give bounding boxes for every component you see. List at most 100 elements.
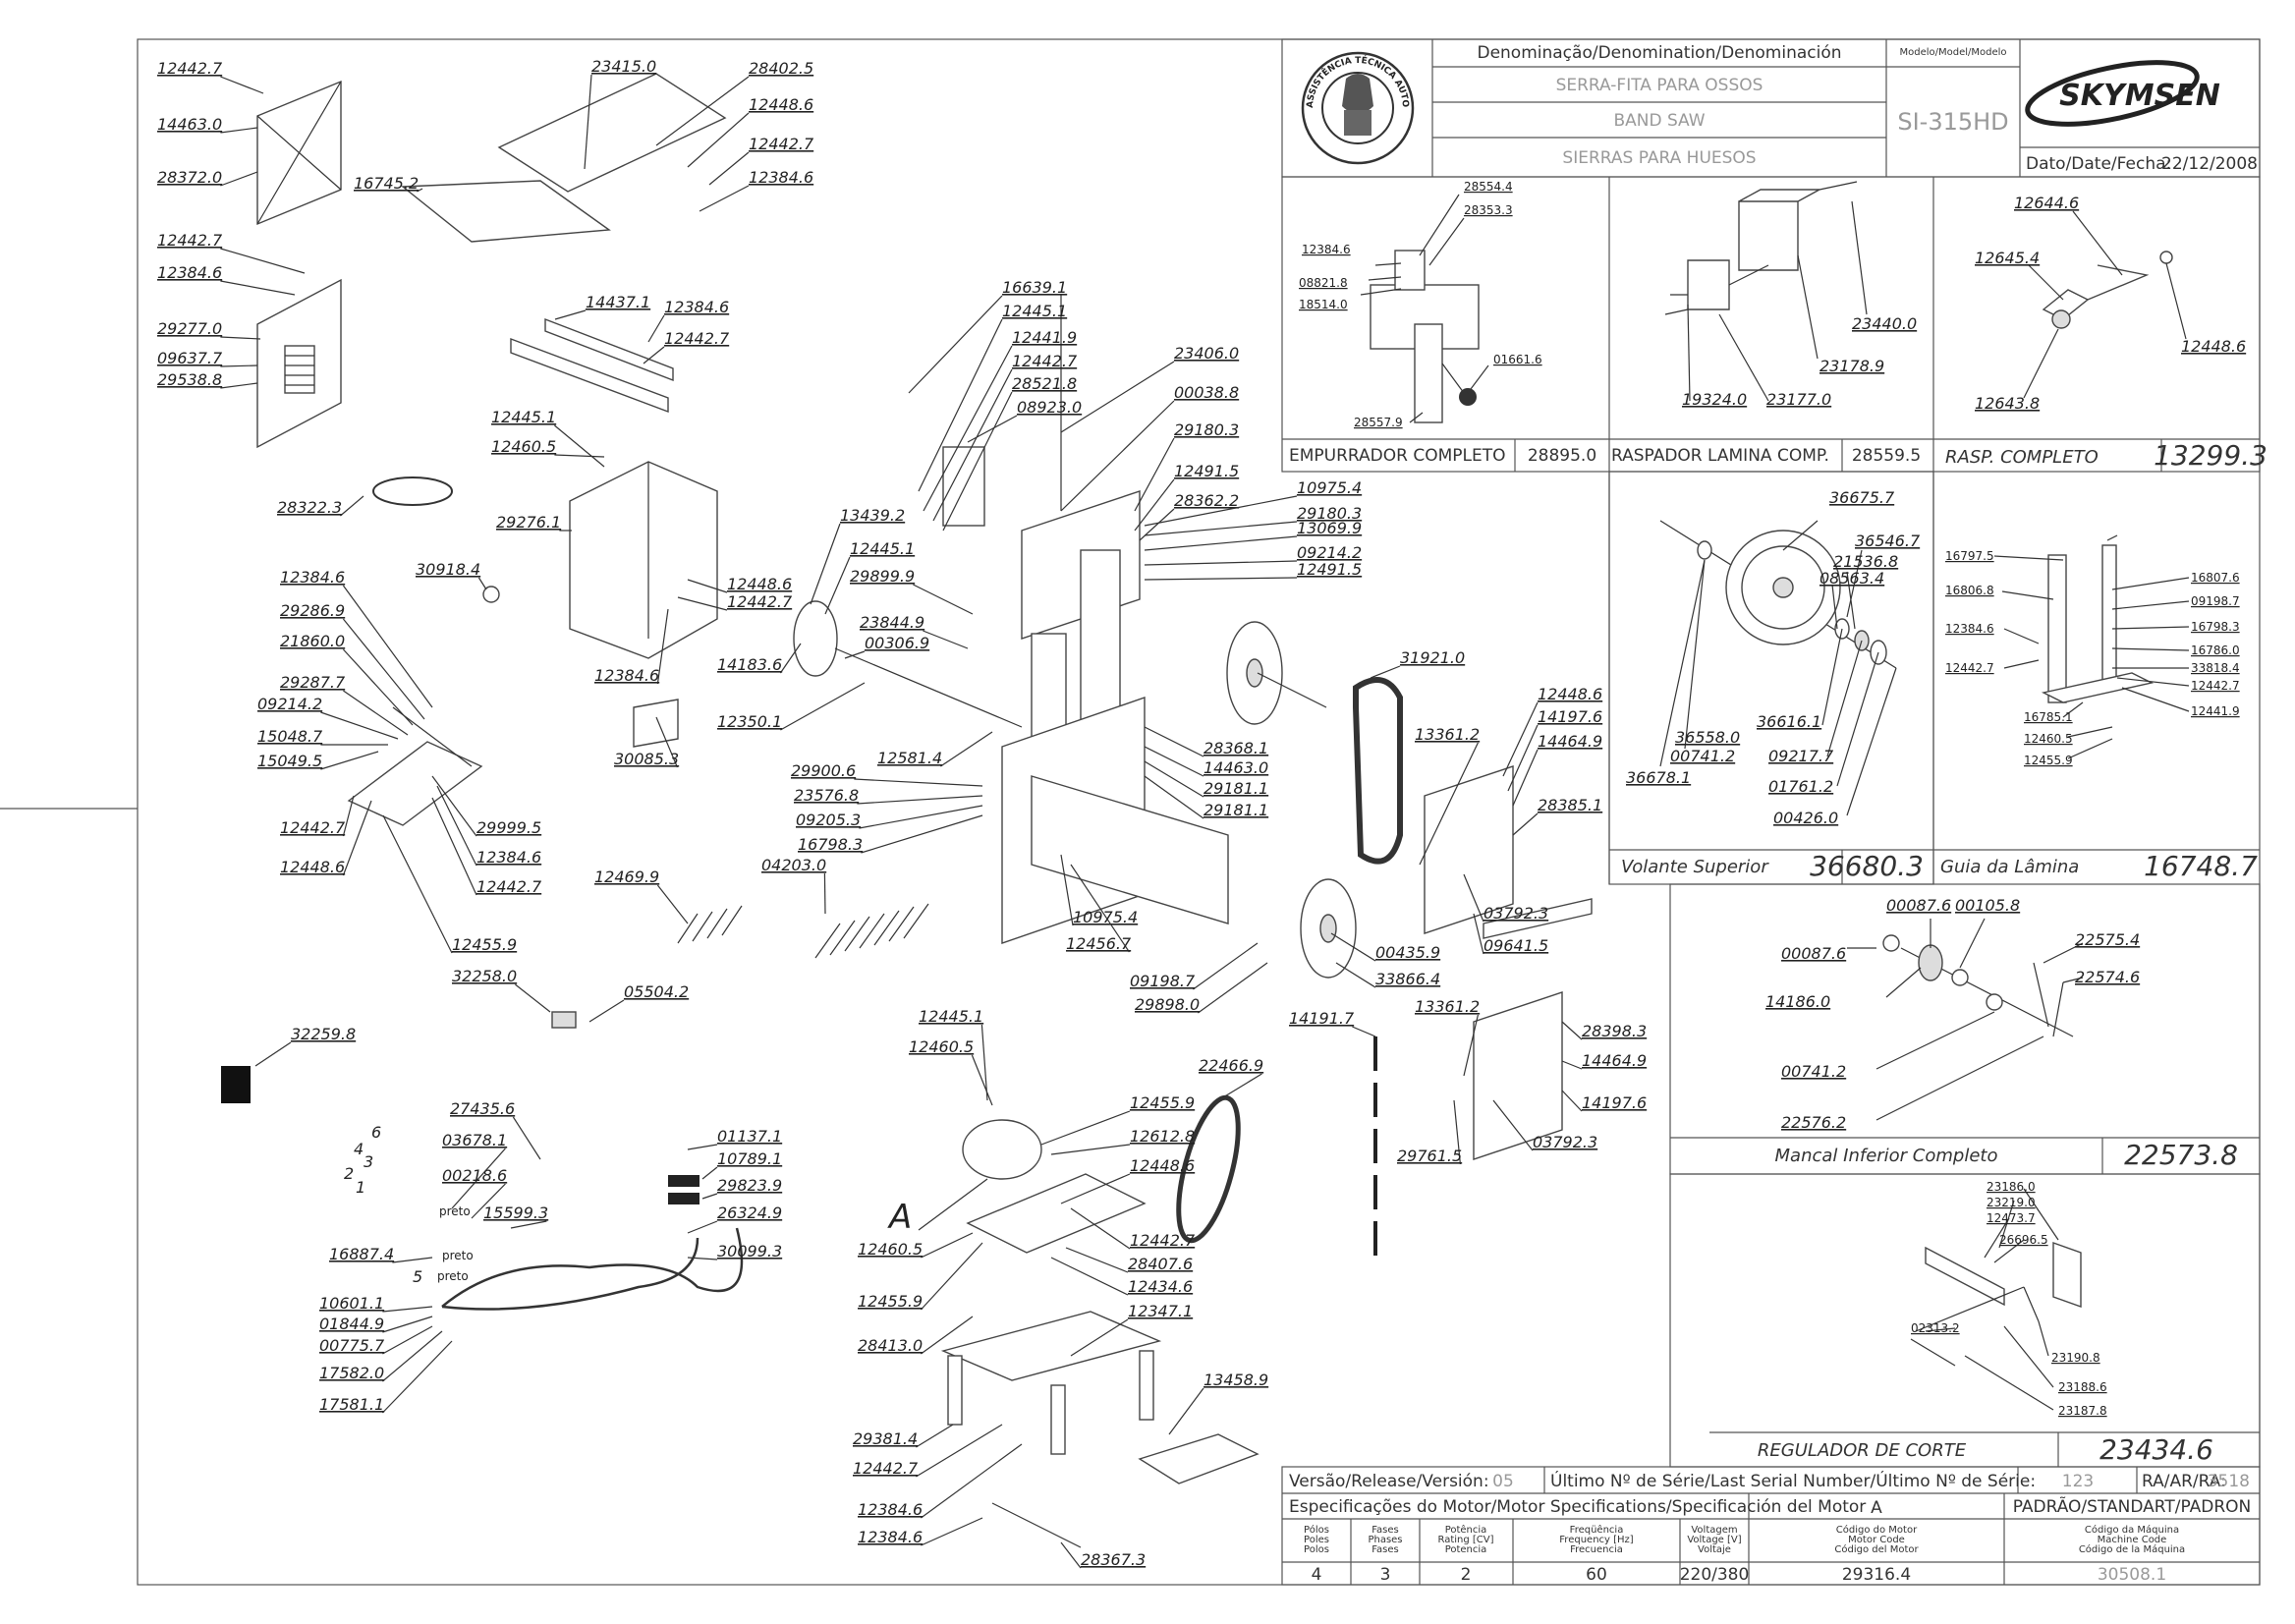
part-label: 00741.2 [1670, 747, 1735, 765]
leader-line [1134, 437, 1175, 512]
motor-spec-value: 30508.1 [2098, 1565, 2166, 1585]
part-label: 12384.6 [664, 298, 729, 316]
part-label: 28367.3 [1081, 1550, 1146, 1569]
svg-text:ASSISTÊNCIA TÉCNICA AUTORIZADA: ASSISTÊNCIA TÉCNICA AUTORIZADA [0, 0, 1410, 108]
leader-line [810, 523, 841, 605]
motor-spec-header: Voltage [V] [1687, 1535, 1741, 1545]
leader-line [916, 1424, 954, 1448]
leader-line [477, 577, 487, 590]
leader-line [1512, 812, 1539, 836]
part-label: 12460.5 [2024, 732, 2073, 746]
authorized-service-seal: ASSISTÊNCIA TÉCNICA AUTORIZADA [0, 0, 1415, 165]
leader-line [1144, 577, 1298, 581]
part-label: 28521.8 [1012, 374, 1077, 393]
part-label: 13069.9 [1297, 519, 1362, 537]
ra-label: RA/AR/RA: [2142, 1472, 2226, 1491]
part-label: 15049.5 [257, 752, 322, 770]
leader-line [923, 345, 1013, 512]
part-label: 30085.3 [614, 750, 679, 768]
part-label: 12442.7 [853, 1459, 919, 1478]
part-label: 12384.6 [858, 1500, 923, 1519]
part-label: 12442.7 [280, 818, 346, 837]
part-label: 09214.2 [1297, 543, 1362, 562]
assembly-code: 28895.0 [1528, 446, 1596, 466]
leader-line [554, 454, 605, 458]
part-label: 12384.6 [280, 568, 345, 587]
part-label: 29180.3 [1174, 420, 1239, 439]
assembly-code: 28559.5 [1852, 446, 1921, 466]
motor-spec-value: 220/380 [1680, 1565, 1750, 1585]
part-label: 29900.6 [791, 761, 856, 780]
motor-spec-header: Freqüência [1570, 1524, 1624, 1536]
leader-line [431, 775, 477, 837]
part-label: 36558.0 [1675, 728, 1740, 747]
leader-line [554, 424, 605, 468]
part-label: 00775.7 [319, 1336, 385, 1355]
leader-line [320, 751, 379, 770]
part-label: 09198.7 [1130, 972, 1196, 990]
part-label: 28362.2 [1174, 491, 1239, 510]
leader-line [1144, 535, 1298, 551]
part-label: 00426.0 [1773, 809, 1838, 827]
part-label: 12455.9 [1130, 1093, 1195, 1112]
part-label: 28557.9 [1354, 416, 1403, 429]
part-label: 32258.0 [452, 967, 517, 985]
leader-line [1370, 665, 1401, 679]
main-part-labels: 12442.714463.028372.012442.712384.629277… [157, 57, 1647, 1569]
part-label: 12441.9 [1012, 328, 1077, 347]
assembly-name: EMPURRADOR COMPLETO [1289, 446, 1506, 466]
wire-color-label: preto [437, 1269, 469, 1283]
part-label: 23178.9 [1819, 357, 1884, 375]
leader-line [1512, 749, 1539, 807]
part-label: 14191.7 [1289, 1009, 1355, 1028]
part-label: 16786.0 [2191, 644, 2240, 657]
part-label: 09637.7 [157, 349, 223, 367]
leader-line [701, 1166, 718, 1180]
leader-line [220, 171, 258, 187]
part-label: 16807.6 [2191, 571, 2240, 585]
part-label: 29538.8 [157, 370, 222, 389]
leader-line [342, 618, 425, 720]
leader-line [1352, 1026, 1376, 1037]
part-label: 14183.6 [717, 655, 782, 674]
motor-spec-header: Frecuencia [1570, 1544, 1623, 1555]
leader-line [512, 1116, 541, 1160]
motor-spec-header: Frequency [Hz] [1559, 1535, 1634, 1545]
part-label: 04203.0 [761, 856, 826, 874]
part-label: 12448.6 [2181, 337, 2246, 356]
part-label: 09198.7 [2191, 594, 2240, 608]
part-label: 12442.7 [476, 877, 542, 896]
leader-line [656, 608, 669, 685]
motor-spec-label: Especificações do Motor/Motor Specificat… [1289, 1497, 1866, 1517]
motor-spec-header: Código do Motor [1836, 1524, 1918, 1536]
part-label: 12384.6 [594, 666, 659, 685]
leader-line [417, 188, 423, 193]
leader-line [584, 74, 592, 170]
part-label: 12441.9 [2191, 704, 2240, 718]
part-label: 09214.2 [257, 695, 322, 713]
part-label: 12448.6 [280, 858, 345, 876]
part-label: 26324.9 [717, 1204, 782, 1222]
leader-line [220, 248, 306, 274]
sheet-border [137, 38, 2261, 1586]
leader-line [1561, 1060, 1583, 1070]
motor-spec-value: 60 [1586, 1565, 1607, 1585]
product-name-en: BAND SAW [1613, 111, 1705, 131]
leader-line [932, 368, 1013, 522]
leader-line [1492, 1099, 1534, 1151]
part-label: 36546.7 [1855, 532, 1921, 550]
leader-line [1419, 742, 1479, 866]
lower-wheel-icon [1300, 878, 1357, 979]
part-label: 29181.1 [1203, 779, 1268, 798]
leader-line [916, 1424, 1003, 1478]
power-cable [441, 1227, 744, 1308]
leader-line [908, 295, 1003, 394]
part-label: 29381.4 [853, 1429, 918, 1448]
part-label: 12448.6 [749, 95, 813, 114]
leader-line [1193, 942, 1259, 990]
assembly-code: 36680.3 [1810, 850, 1924, 882]
part-label: 23186.0 [1987, 1180, 2036, 1194]
part-label: 28402.5 [749, 59, 813, 78]
leader-line [220, 336, 261, 340]
part-label: 28353.3 [1464, 203, 1513, 217]
